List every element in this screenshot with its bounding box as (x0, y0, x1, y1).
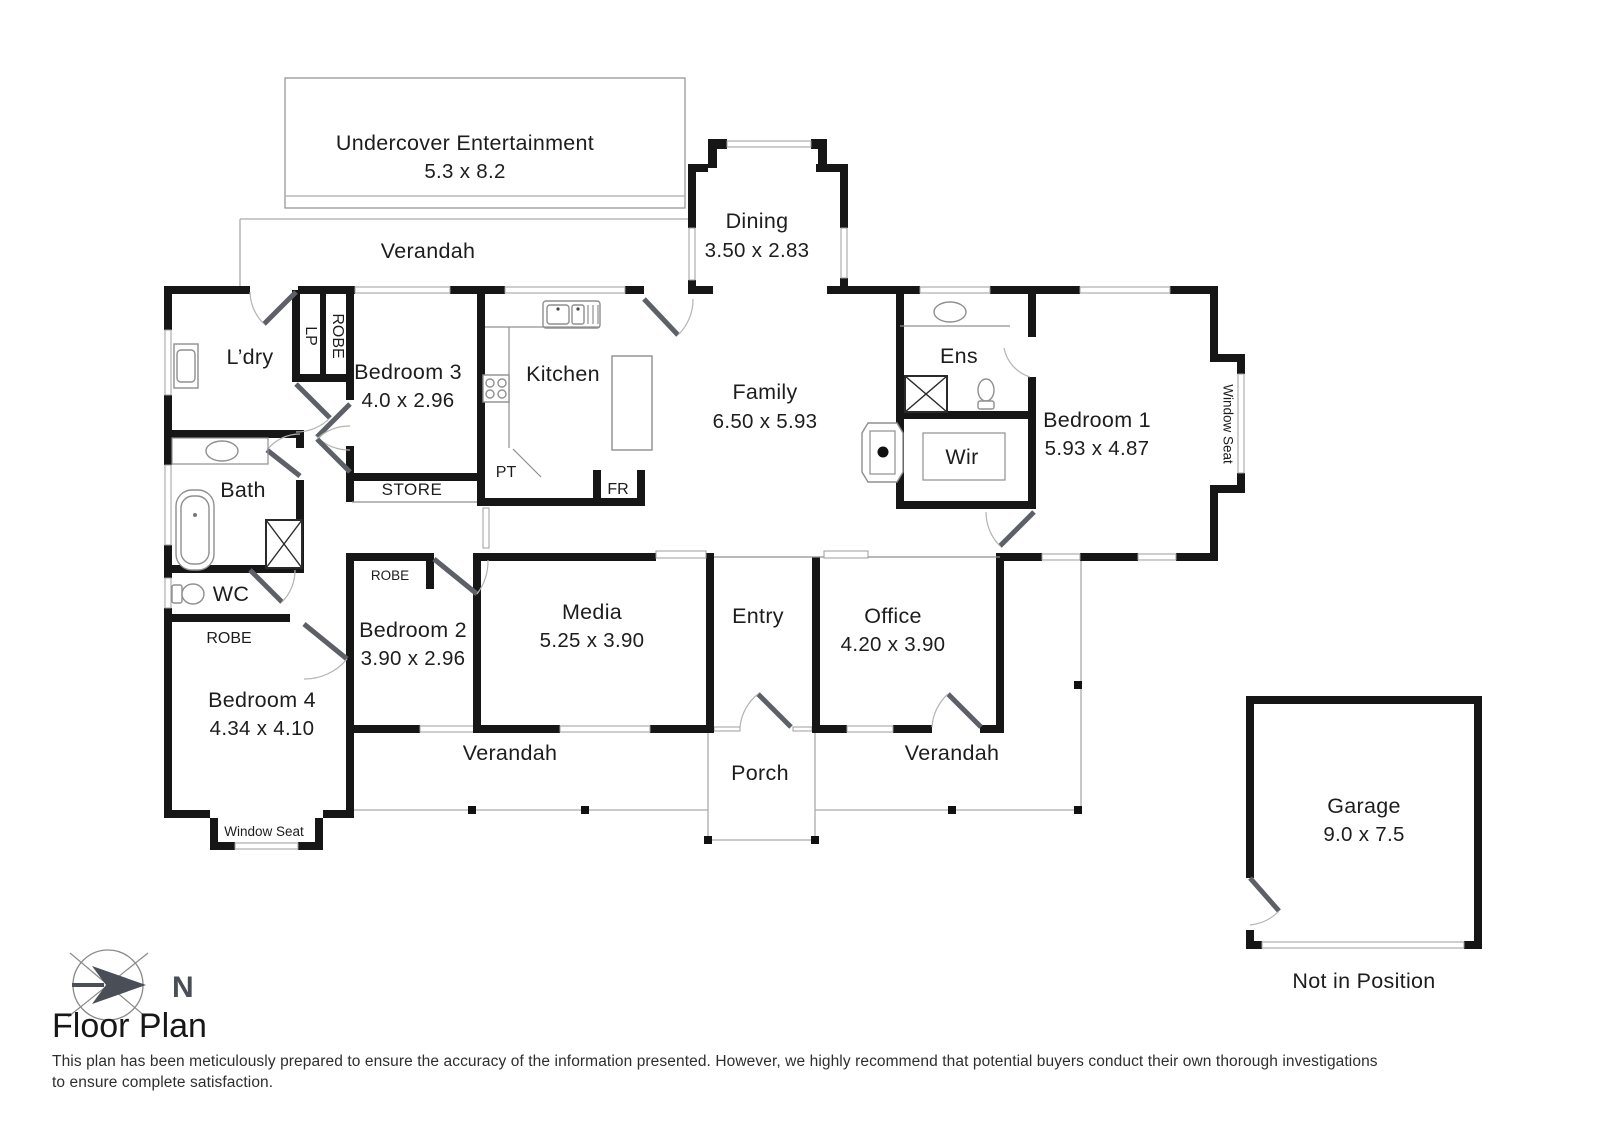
footer: Floor Plan This plan has been meticulous… (52, 1007, 1378, 1091)
kitchen-sink-icon (542, 300, 601, 329)
bedroom3-door (315, 402, 352, 439)
laundry-trough-icon (173, 343, 199, 389)
compass-icon: N (67, 949, 194, 1021)
label-verandah-left: Verandah (463, 741, 557, 765)
wardrobe-icon (922, 432, 1006, 481)
sliding-door-media (655, 550, 707, 559)
label-verandah-right: Verandah (905, 741, 999, 765)
label-family: Family (732, 380, 797, 404)
label-undercover: Undercover Entertainment (336, 131, 594, 155)
label-entry: Entry (732, 604, 784, 628)
entry-door (756, 692, 793, 729)
bedroom4-door (302, 622, 349, 661)
bath-vanity-basin-icon (171, 437, 269, 465)
wc-door (248, 568, 284, 604)
compass-north-label: N (172, 971, 194, 1004)
garage-door (1261, 941, 1465, 949)
dims-garage: 9.0 x 7.5 (1323, 823, 1404, 846)
label-not-in-position: Not in Position (1292, 969, 1435, 993)
bath-door (265, 448, 302, 478)
label-wir: Wir (945, 445, 978, 469)
north-arrow (92, 966, 146, 1004)
garage-side-door (1248, 876, 1281, 913)
ens-toilet-icon (977, 378, 995, 410)
bathtub-icon (175, 489, 215, 571)
dims-media: 5.25 x 3.90 (540, 629, 645, 652)
dims-family: 6.50 x 5.93 (713, 410, 818, 433)
dims-office: 4.20 x 3.90 (841, 633, 946, 656)
label-window-seat-right: Window Seat (1220, 384, 1235, 464)
label-ens: Ens (940, 344, 978, 368)
sliding-door-hall (482, 507, 490, 549)
label-robe-bed2: ROBE (371, 568, 409, 583)
label-porch: Porch (731, 761, 789, 785)
label-garage: Garage (1327, 794, 1401, 818)
labels: Undercover Entertainment 5.3 x 8.2 Veran… (206, 131, 1435, 993)
windows (164, 140, 1245, 850)
laundry-entry-door (262, 290, 298, 326)
undercover-entertainment-outline (284, 77, 686, 209)
verandah-posts (468, 681, 1082, 844)
label-pt: PT (496, 464, 517, 481)
island-bench (611, 355, 653, 451)
label-bedroom4: Bedroom 4 (208, 688, 316, 712)
ens-basin-icon (900, 301, 1010, 327)
outdoor-areas (239, 77, 1082, 844)
bedroom1-door (998, 510, 1036, 548)
label-robe-bed4: ROBE (206, 630, 251, 647)
label-window-seat-bottom: Window Seat (224, 824, 304, 839)
bedroom2-door (432, 557, 479, 596)
label-kitchen: Kitchen (526, 362, 600, 386)
sliding-door-office (823, 550, 869, 559)
ens-shower-icon (904, 375, 948, 413)
dims-bedroom1: 5.93 x 4.87 (1045, 437, 1150, 460)
label-media: Media (562, 600, 622, 624)
disclaimer-line1: This plan has been meticulously prepared… (52, 1053, 1378, 1070)
label-bedroom2: Bedroom 2 (359, 618, 467, 642)
wc-toilet-icon (171, 583, 205, 605)
window-seat-right-glazing (1237, 373, 1245, 474)
laundry-hall-door (294, 382, 332, 420)
dims-bedroom3: 4.0 x 2.96 (361, 389, 454, 412)
label-lp: LP (302, 326, 319, 346)
label-bedroom3: Bedroom 3 (354, 360, 462, 384)
label-store: STORE (382, 480, 443, 499)
dims-bedroom2: 3.90 x 2.96 (361, 647, 466, 670)
fixtures (171, 300, 1010, 605)
page-title: Floor Plan (52, 1007, 207, 1045)
pantry-corner (512, 448, 542, 478)
label-laundry: L’dry (227, 345, 274, 369)
label-fr: FR (607, 481, 628, 498)
label-verandah-top: Verandah (381, 239, 475, 263)
dims-bedroom4: 4.34 x 4.10 (210, 717, 315, 740)
label-dining: Dining (726, 209, 789, 233)
dining-kitchen-door (642, 297, 680, 337)
fireplace-icon (861, 422, 904, 483)
label-robe-hall: ROBE (329, 313, 346, 358)
dims-undercover: 5.3 x 8.2 (424, 160, 505, 183)
interior-walls (164, 290, 1036, 818)
label-office: Office (864, 604, 922, 628)
office-door (946, 692, 983, 729)
bath-shower-icon (265, 519, 303, 569)
label-wc: WC (213, 582, 249, 606)
disclaimer-line2: to ensure complete satisfaction. (52, 1074, 273, 1091)
label-bath: Bath (220, 478, 265, 502)
doors (248, 290, 1036, 729)
window-seat-bottom-glazing (234, 842, 299, 850)
dims-dining: 3.50 x 2.83 (705, 239, 810, 262)
stove-icon (482, 374, 510, 403)
garage-building (1246, 696, 1482, 949)
ensuite-door (1003, 347, 1031, 378)
label-bedroom1: Bedroom 1 (1043, 408, 1151, 432)
